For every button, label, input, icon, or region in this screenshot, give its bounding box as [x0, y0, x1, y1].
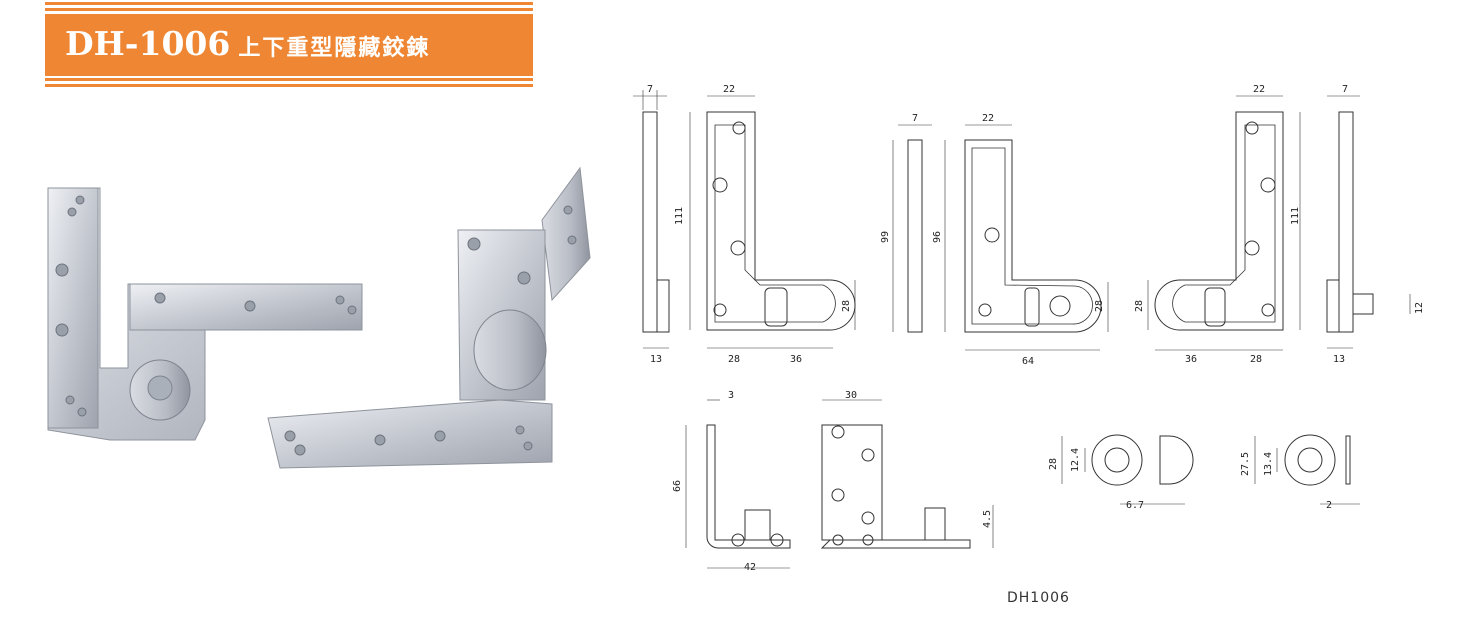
dim-label: 13 [650, 354, 662, 365]
model-code: DH-1006 [65, 24, 231, 63]
dim-label: 28 [1134, 300, 1145, 312]
dim-label: 28 [841, 300, 852, 312]
dim-label: 6.7 [1126, 500, 1144, 511]
drawing-bracket [685, 399, 791, 569]
product-name: 上下重型隱藏鉸鍊 [238, 35, 431, 61]
dim-label: 111 [1290, 207, 1301, 225]
hinge-photo-left [47, 187, 363, 441]
drawing-model-label: DH1006 [1007, 590, 1070, 606]
drawing-top-left-side [633, 90, 670, 349]
dim-label: 42 [744, 562, 756, 573]
drawing-middle-front [944, 124, 1109, 351]
dim-label: 28 [1048, 458, 1059, 470]
drawing-washer-2 [1254, 434, 1360, 505]
dim-label: 28 [1094, 300, 1105, 312]
title-banner: DH-1006 上下重型隱藏鉸鍊 [45, 14, 533, 76]
dim-label: 28 [728, 354, 740, 365]
dim-label: 2 [1326, 500, 1332, 511]
dim-label: 30 [845, 390, 857, 401]
banner-underline [45, 78, 533, 90]
dim-label: 7 [912, 113, 918, 124]
dim-label: 36 [1185, 354, 1197, 365]
dim-label: 4.5 [982, 510, 993, 528]
dim-label: 22 [723, 84, 735, 95]
dim-label: 99 [880, 231, 891, 243]
drawing-plate [820, 399, 994, 549]
dim-label: 3 [728, 390, 734, 401]
header-accent-lines [45, 2, 533, 14]
page-title: DH-1006 上下重型隱藏鉸鍊 [65, 24, 430, 68]
drawing-middle-side [892, 124, 932, 333]
dim-label: 13 [1333, 354, 1345, 365]
dim-label: 12 [1414, 302, 1425, 314]
dim-label: 7 [1342, 84, 1348, 95]
dim-label: 66 [672, 480, 683, 492]
drawing-top-left-front [689, 95, 856, 349]
dim-label: 36 [790, 354, 802, 365]
dim-label: 7 [647, 84, 653, 95]
dim-label: 28 [1250, 354, 1262, 365]
dim-label: 111 [674, 207, 685, 225]
drawing-right-front [1147, 95, 1301, 351]
dim-label: 13.4 [1263, 452, 1274, 476]
dim-label: 64 [1022, 356, 1034, 367]
dim-label: 12.4 [1070, 448, 1081, 472]
dim-label: 27.5 [1240, 452, 1251, 476]
dim-label: 96 [932, 231, 943, 243]
hinge-photo-right [267, 166, 591, 469]
drawing-right-side [1326, 95, 1411, 349]
dim-label: 22 [982, 113, 994, 124]
drawing-washer-1 [1061, 434, 1194, 505]
dim-label: 22 [1253, 84, 1265, 95]
